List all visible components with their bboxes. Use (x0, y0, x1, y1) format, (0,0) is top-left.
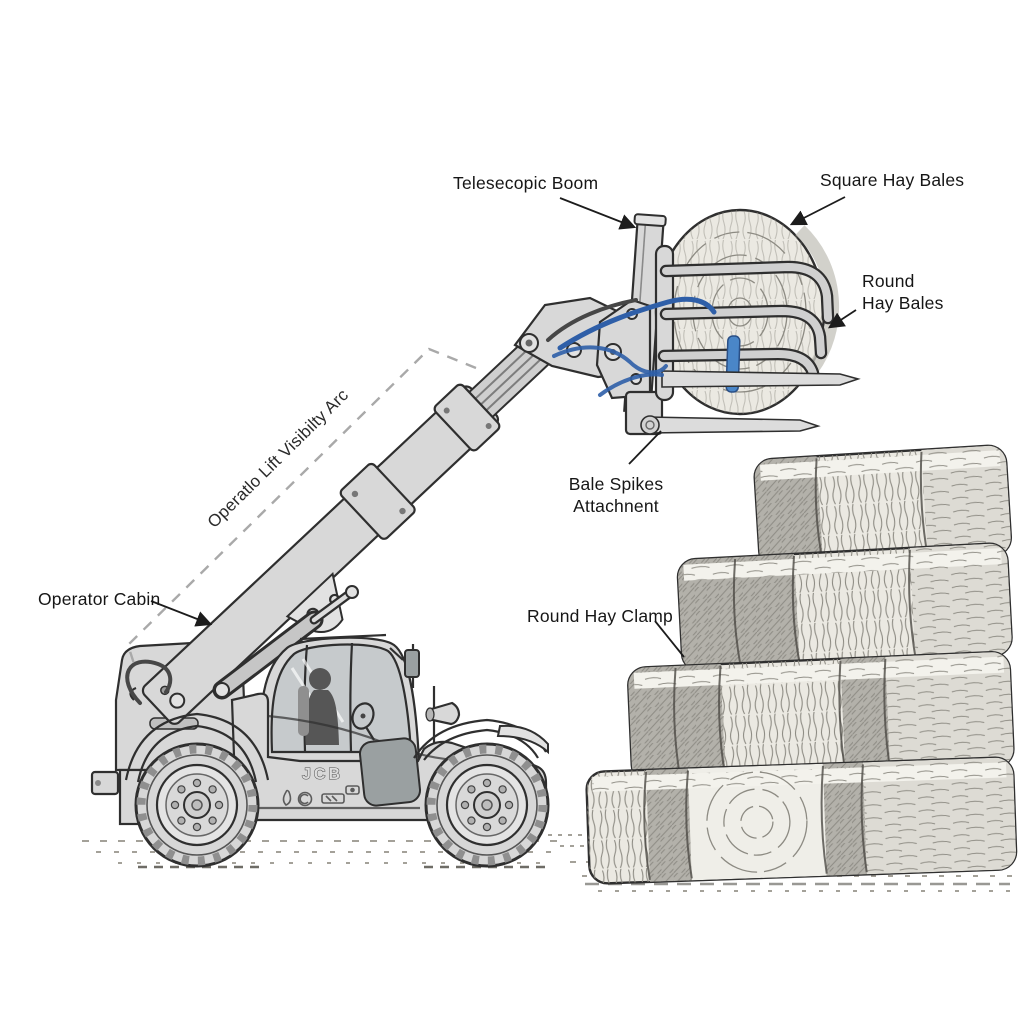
front-wheel (426, 744, 548, 866)
stack-tier-2 (627, 650, 1015, 784)
leader-round-hay-clamp (654, 620, 685, 658)
leader-bale-spikes (628, 430, 662, 465)
leader-telescopic-boom (559, 197, 637, 230)
attachment-carriage (595, 298, 664, 436)
boom-collar-2 (433, 383, 501, 452)
boom-gusset-plate (285, 571, 344, 633)
stack-tier-3 (676, 542, 1013, 673)
label-telescopic-boom: Telesecopic Boom (453, 173, 599, 193)
label-round-hay-clamp: Round Hay Clamp (527, 606, 673, 626)
rear-hose (125, 659, 173, 705)
rear-wheel (136, 744, 258, 866)
leader-operator-cabin (150, 600, 213, 627)
bale-spikes (640, 370, 861, 435)
telehandler: JCB (90, 296, 649, 866)
boom-collar-1 (339, 462, 416, 540)
hay-stack (585, 444, 1018, 885)
leader-lines (150, 196, 857, 658)
visibility-arc-dashes (126, 347, 477, 671)
attachment-hoses (546, 296, 717, 397)
side-panel-icons (282, 785, 360, 807)
leader-square-hay-bales (789, 196, 846, 226)
label-operator-cabin: Operator Cabin (38, 589, 161, 609)
label-bale-spikes: Bale Spikes Attachnent (568, 474, 664, 516)
side-mirror (404, 644, 420, 688)
operator-silhouette (298, 668, 339, 745)
wheel-fenders (124, 712, 549, 783)
lift-cylinder (212, 585, 359, 700)
brand-logo: JCB (302, 766, 343, 783)
round-hay-clamp-tubes (657, 260, 835, 380)
operator-cabin (259, 633, 461, 764)
cab-door-glass (358, 737, 422, 807)
leader-round-hay-bales (827, 309, 857, 329)
round-bale-end-swirl (706, 771, 808, 873)
label-square-hay-bales: Square Hay Bales (820, 170, 965, 190)
stack-tier-1 (585, 756, 1018, 885)
bale-attachment (546, 208, 861, 436)
stack-tier-4 (753, 444, 1013, 571)
label-round-hay-bales: Round Hay Bales (862, 271, 944, 313)
